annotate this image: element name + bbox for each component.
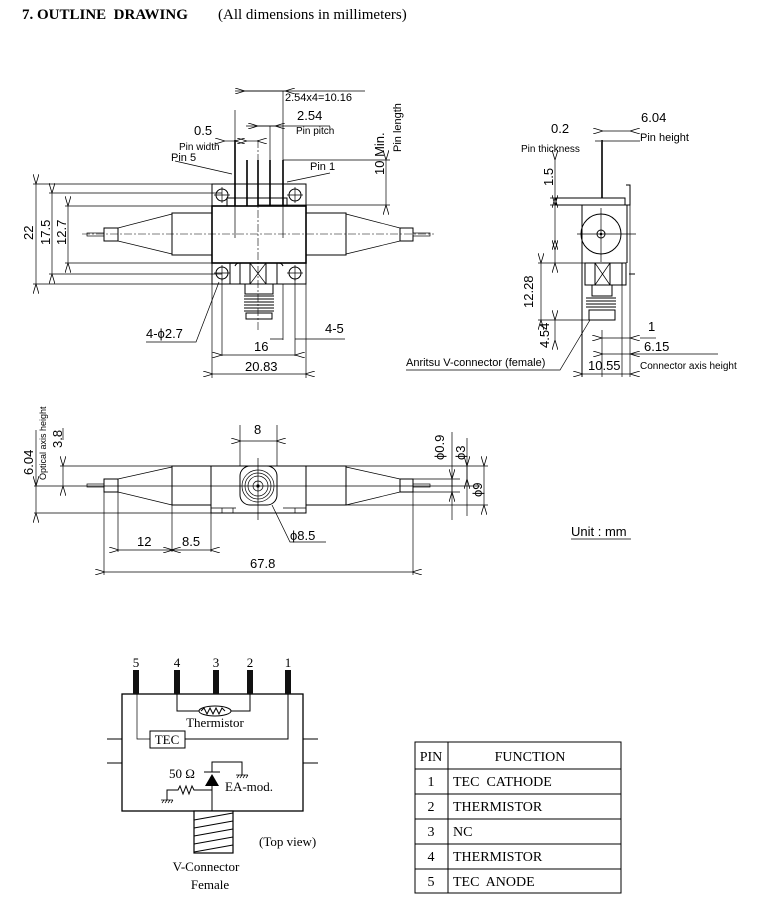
pin-pitch-label: Pin pitch bbox=[296, 126, 334, 137]
tec-box bbox=[149, 730, 186, 749]
table-row: 4 THERMISTOR bbox=[428, 850, 543, 865]
height-17-5-dim: 17.5 bbox=[38, 220, 53, 245]
pin-cell: 3 bbox=[428, 825, 435, 840]
tec-label: TEC bbox=[155, 732, 180, 747]
pin-base-strip bbox=[226, 197, 288, 207]
dia-0-9: ϕ0.9 bbox=[432, 435, 447, 460]
connector-label: Anritsu V-connector (female) bbox=[406, 357, 545, 369]
side-view-drawing: 0.2 Pin thickness 6.04 Pin height 1.5 12… bbox=[406, 110, 737, 377]
table-header-pin: PIN bbox=[420, 750, 443, 765]
table-header-function: FUNCTION bbox=[495, 750, 566, 765]
pin-height-label: Pin height bbox=[640, 132, 689, 144]
dim-3-8: 3.8 bbox=[50, 430, 65, 448]
pin-function-table: PIN FUNCTION 1 TEC CATHODE 2 THERMISTOR … bbox=[414, 741, 622, 894]
dia-9: ϕ9 bbox=[470, 482, 485, 497]
dia-3: ϕ3 bbox=[453, 445, 468, 460]
schematic-pins bbox=[133, 670, 291, 694]
hole-spacing-dim: 16 bbox=[254, 339, 268, 354]
rf-connector-front bbox=[239, 465, 278, 506]
pin-thickness-label: Pin thickness bbox=[521, 144, 580, 155]
dim-1: 1 bbox=[648, 319, 655, 334]
table-row: 3 NC bbox=[428, 825, 473, 840]
pin-schematic: 5 4 3 2 1 Thermistor TEC 50 Ω EA-mod. (T… bbox=[107, 655, 318, 892]
package-body bbox=[211, 205, 307, 264]
top-view-label: (Top view) bbox=[259, 834, 316, 849]
height-22-dim: 22 bbox=[21, 226, 36, 240]
pin-cell: 4 bbox=[428, 850, 435, 865]
dim-10-55: 10.55 bbox=[588, 358, 621, 373]
flange-width-dim: 20.83 bbox=[245, 359, 278, 374]
title-note: (All dimensions in millimeters) bbox=[218, 7, 407, 23]
pin1-label: Pin 1 bbox=[310, 161, 335, 173]
v-connector-label: V-Connector bbox=[173, 859, 240, 874]
dim-6-04: 6.04 bbox=[21, 450, 36, 475]
pin-width-dim: 0.5 bbox=[194, 123, 212, 138]
pin-number-4: 4 bbox=[174, 655, 181, 670]
pin-cell: 1 bbox=[428, 775, 435, 790]
dim-1-5: 1.5 bbox=[541, 168, 556, 186]
dia-8-5: ϕ8.5 bbox=[290, 528, 315, 543]
dim-4-54: 4.54 bbox=[537, 323, 552, 348]
pin-cell: 2 bbox=[428, 800, 435, 815]
dim-6-15: 6.15 bbox=[644, 339, 669, 354]
function-cell: THERMISTOR bbox=[453, 800, 543, 815]
pins bbox=[234, 140, 284, 238]
ea-mod-label: EA-mod. bbox=[225, 779, 273, 794]
front-view-drawing: 6.04 Optical axis height 3.8 8 ϕ0.9 ϕ3 ϕ… bbox=[21, 406, 631, 575]
pin-number-1: 1 bbox=[285, 655, 292, 670]
mounting-holes bbox=[214, 187, 303, 281]
pin-thickness-dim: 0.2 bbox=[551, 121, 569, 136]
pin-length-dim: 10 Min. bbox=[372, 132, 387, 175]
slot-dim: 4-5 bbox=[325, 321, 344, 336]
dim-12-28: 12.28 bbox=[521, 275, 536, 308]
top-view-drawing: 2.54x4=10.16 2.54 Pin pitch 0.5 Pin widt… bbox=[21, 0, 434, 378]
dim-8: 8 bbox=[254, 422, 261, 437]
holes-dim: 4-ϕ2.7 bbox=[146, 326, 183, 341]
connector-type-label: Female bbox=[191, 877, 229, 892]
thermistor-label: Thermistor bbox=[186, 715, 244, 730]
pin-pitch-dim: 2.54 bbox=[297, 108, 322, 123]
function-cell: NC bbox=[453, 825, 472, 840]
pin-number-2: 2 bbox=[247, 655, 254, 670]
section-title: 7. OUTLINE DRAWING (All dimensions in mi… bbox=[22, 7, 407, 23]
table-row: 5 TEC ANODE bbox=[428, 875, 535, 890]
table-row: 1 TEC CATHODE bbox=[428, 775, 552, 790]
function-cell: THERMISTOR bbox=[453, 850, 543, 865]
pin-span-dim: 2.54x4=10.16 bbox=[285, 92, 352, 104]
length-dim: 67.8 bbox=[250, 556, 275, 571]
function-cell: TEC CATHODE bbox=[453, 775, 552, 790]
table-row: 2 THERMISTOR bbox=[428, 800, 543, 815]
ea-modulator-diode bbox=[205, 774, 219, 786]
rf-connector-top bbox=[239, 262, 278, 320]
pin-height-dim: 6.04 bbox=[641, 110, 666, 125]
pin-number-3: 3 bbox=[213, 655, 220, 670]
resistor-label: 50 Ω bbox=[169, 766, 195, 781]
optical-axis-label: Optical axis height bbox=[38, 406, 48, 480]
dim-8-5: 8.5 bbox=[182, 534, 200, 549]
pin-width-label: Pin width bbox=[179, 142, 220, 153]
title-heading: 7. OUTLINE DRAWING bbox=[22, 7, 188, 23]
pin-cell: 5 bbox=[428, 875, 435, 890]
pin-number-5: 5 bbox=[133, 655, 140, 670]
dim-12: 12 bbox=[137, 534, 151, 549]
height-12-7-dim: 12.7 bbox=[54, 220, 69, 245]
connector-axis-label: Connector axis height bbox=[640, 361, 737, 372]
v-connector-symbol bbox=[193, 810, 234, 854]
pin-length-label: Pin length bbox=[392, 103, 404, 152]
function-cell: TEC ANODE bbox=[453, 875, 535, 890]
pin5-label: Pin 5 bbox=[171, 152, 196, 164]
unit-label: Unit : mm bbox=[571, 524, 627, 539]
